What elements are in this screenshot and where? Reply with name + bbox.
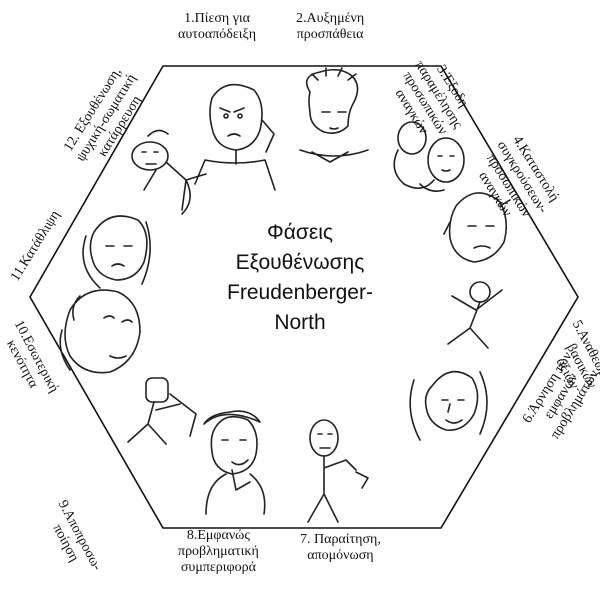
- center-title: Φάσεις Εξουθένωσης Freudenberger- North: [200, 218, 400, 338]
- phase-label-2: 2.Αυξημένη προσπάθεια: [296, 11, 365, 42]
- faceless-man-icon: [127, 377, 197, 445]
- tired-woman-icon: [299, 67, 369, 163]
- phase-label-7: 7. Παραίτηση, απομόνωση: [300, 532, 381, 563]
- empty-face-icon: [59, 289, 141, 374]
- withdrawn-man-icon: [307, 419, 369, 523]
- neglect-couple-icon: [393, 121, 465, 192]
- depressed-woman-icon: [82, 215, 151, 289]
- phase-label-1: 1.Πίεση για αυτοαπόδειξη: [178, 11, 257, 42]
- hexagon-outline: [29, 65, 579, 529]
- frustrated-man-icon: [194, 83, 276, 191]
- collapsing-man-icon: [131, 129, 207, 215]
- center-title-line: Εξουθένωσης: [235, 251, 365, 274]
- hand-to-mouth-woman-icon: [203, 410, 266, 515]
- conflict-face-icon: [443, 192, 511, 263]
- center-title-line: North: [274, 311, 326, 334]
- phase-label-8: 8.Εμφανώς προβληματική συμπεριφορά: [178, 528, 259, 575]
- center-title-line: Φάσεις: [266, 221, 333, 244]
- denial-crying-icon: [409, 370, 488, 441]
- falling-man-icon: [447, 281, 503, 349]
- center-title-line: Freudenberger-: [227, 281, 373, 304]
